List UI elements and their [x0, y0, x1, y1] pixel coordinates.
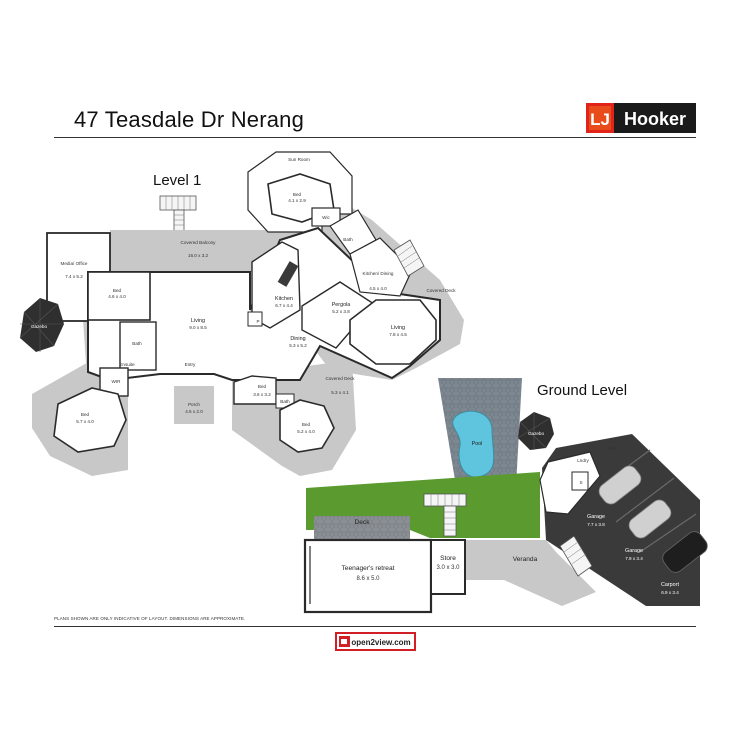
svg-text:S: S — [579, 480, 582, 485]
svg-text:Gazebo: Gazebo — [528, 431, 545, 436]
veranda-deck — [430, 540, 596, 606]
gazebo-left — [19, 298, 64, 352]
svg-text:Porch: Porch — [188, 402, 200, 407]
laundry-bath — [539, 451, 601, 515]
svg-text:Teenager's retreat: Teenager's retreat — [342, 565, 395, 572]
svg-text:4.5 x 4.0: 4.5 x 4.0 — [369, 286, 387, 291]
disclaimer-text: PLANS SHOWN ARE ONLY INDICATIVE OF LAYOU… — [54, 616, 246, 621]
kitchen-island — [277, 261, 299, 287]
svg-text:Bath: Bath — [343, 237, 353, 242]
store-room — [430, 539, 466, 595]
svg-text:Ensuite: Ensuite — [119, 362, 135, 367]
svg-text:Pool: Pool — [472, 441, 483, 447]
level-1-label: Level 1 — [153, 172, 201, 189]
svg-text:Wic: Wic — [322, 215, 330, 220]
car-2 — [628, 499, 672, 539]
svg-text:Media/ Office: Media/ Office — [61, 261, 88, 266]
svg-text:4.1 x 2.9: 4.1 x 2.9 — [288, 198, 306, 203]
svg-text:16.0 x 3.2: 16.0 x 3.2 — [188, 253, 209, 258]
lj-hooker-logo: LJ Hooker — [586, 103, 696, 133]
svg-text:Covered Balcony: Covered Balcony — [181, 240, 217, 245]
header-divider — [54, 137, 696, 138]
svg-text:6.9 x 3.4: 6.9 x 3.4 — [661, 590, 679, 595]
svg-text:Bath: Bath — [132, 341, 142, 346]
stairs-garage — [559, 535, 593, 577]
svg-text:Carport: Carport — [661, 582, 679, 588]
stairs-top-left — [159, 195, 197, 233]
svg-text:5.2 x 3.8: 5.2 x 3.8 — [332, 309, 350, 314]
svg-text:Garage: Garage — [625, 548, 643, 554]
svg-text:9.0 x 8.5: 9.0 x 8.5 — [189, 325, 207, 330]
room-labels: Sun Room Bed 4.1 x 2.9 Wic Bath Covered … — [31, 157, 680, 595]
open2view-logo: open2view.com — [335, 632, 416, 651]
svg-text:5.3 x 5.2: 5.3 x 5.2 — [289, 343, 307, 348]
svg-text:5.7 x 4.0: 5.7 x 4.0 — [76, 419, 94, 424]
label-bed-top: Bed — [293, 192, 302, 197]
pantry — [247, 311, 263, 327]
svg-text:5.2 x 4.0: 5.2 x 4.0 — [297, 429, 315, 434]
kitchen-dining-room — [349, 237, 413, 297]
svg-text:Bed: Bed — [258, 384, 267, 389]
open2view-text: open2view.com — [351, 638, 410, 647]
stairs-lawn — [423, 493, 467, 537]
svg-text:6.7 x 4.4: 6.7 x 4.4 — [275, 303, 293, 308]
svg-text:Entry: Entry — [185, 362, 196, 367]
svg-text:Veranda: Veranda — [513, 556, 538, 563]
svg-text:Kitchen: Kitchen — [275, 296, 293, 302]
svg-text:Covered Deck: Covered Deck — [325, 376, 355, 381]
car-3 — [662, 531, 708, 573]
svg-text:3.0 x 3.0: 3.0 x 3.0 — [436, 565, 460, 571]
svg-text:Store: Store — [440, 555, 456, 562]
teen-retreat-room — [303, 538, 433, 614]
svg-text:P: P — [256, 319, 259, 324]
svg-text:Bath: Bath — [607, 446, 617, 451]
living-right-room — [349, 299, 437, 365]
svg-text:Bath: Bath — [280, 399, 290, 404]
bed-mid-room — [233, 375, 277, 405]
svg-text:Lndry: Lndry — [577, 458, 589, 463]
bed-left-room — [87, 271, 151, 321]
svg-text:WIR: WIR — [112, 379, 122, 384]
svg-text:7.4 x 5.2: 7.4 x 5.2 — [65, 274, 83, 279]
logo-mark: LJ — [590, 110, 610, 129]
car-1 — [598, 465, 642, 505]
svg-text:Bed: Bed — [81, 412, 90, 417]
svg-text:Pergola: Pergola — [332, 302, 351, 308]
stairs-right — [393, 239, 425, 277]
gazebo-right — [517, 412, 554, 450]
svg-text:Kitchen/ Dining: Kitchen/ Dining — [363, 271, 394, 276]
svg-text:Bed: Bed — [302, 422, 311, 427]
page-title: 47 Teasdale Dr Nerang — [74, 107, 305, 132]
porch-deck — [174, 386, 214, 424]
svg-text:Covered Deck: Covered Deck — [426, 288, 456, 293]
bed-far-left-room — [53, 387, 127, 453]
svg-text:7.9 x 3.4: 7.9 x 3.4 — [625, 556, 643, 561]
wic-top — [311, 207, 341, 227]
label-sun-room: Sun Room — [288, 157, 310, 162]
svg-text:7.7 x 3.8: 7.7 x 3.8 — [587, 522, 605, 527]
ensuite-room — [119, 321, 157, 371]
svg-text:4.5 x 2.0: 4.5 x 2.0 — [185, 409, 203, 414]
svg-text:Living: Living — [191, 318, 205, 324]
footer-divider — [54, 626, 696, 627]
svg-text:3.6 x 3.2: 3.6 x 3.2 — [253, 392, 271, 397]
svg-text:Deck: Deck — [354, 519, 370, 526]
svg-text:Bed: Bed — [113, 288, 122, 293]
svg-text:4.6 x 4.0: 4.6 x 4.0 — [108, 294, 126, 299]
bed-bottom-room — [279, 399, 335, 453]
svg-text:8.6 x 5.0: 8.6 x 5.0 — [356, 576, 380, 582]
svg-text:Living: Living — [391, 325, 405, 331]
ground-level-label: Ground Level — [537, 382, 627, 399]
logo-word: Hooker — [624, 109, 686, 129]
deck-paving — [314, 516, 410, 540]
svg-text:Gazebo: Gazebo — [31, 324, 48, 329]
svg-text:Dining: Dining — [290, 336, 305, 342]
shower — [571, 471, 589, 491]
svg-text:5.3 x 4.1: 5.3 x 4.1 — [331, 390, 349, 395]
svg-text:7.8 x 4.5: 7.8 x 4.5 — [389, 332, 407, 337]
svg-text:Garage: Garage — [587, 514, 605, 520]
